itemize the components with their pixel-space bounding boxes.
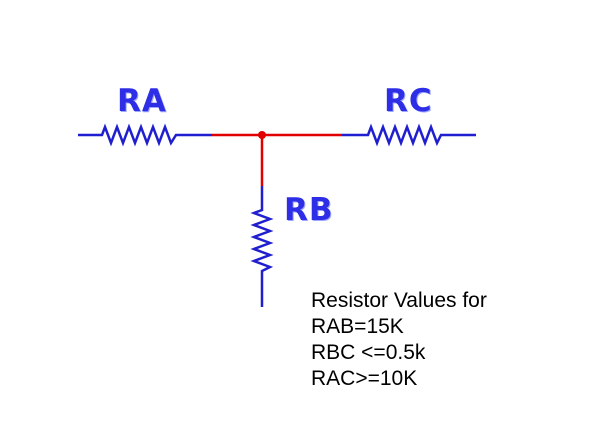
note-line-rbc: RBC <=0.5k: [311, 341, 426, 364]
resistor-values-note: Resistor Values for RAB=15K RBC <=0.5k R…: [311, 288, 487, 392]
label-ra: RA: [117, 83, 167, 119]
note-line-rac: RAC>=10K: [311, 367, 418, 390]
resistor-ra: [78, 123, 212, 147]
resistor-rc: [342, 123, 476, 147]
label-rb: RB: [284, 192, 334, 228]
junction-node: [258, 131, 266, 139]
note-line-rab: RAB=15K: [311, 315, 404, 338]
resistor-rb: [250, 186, 274, 307]
note-line-title: Resistor Values for: [311, 289, 487, 312]
label-rc: RC: [384, 83, 433, 119]
